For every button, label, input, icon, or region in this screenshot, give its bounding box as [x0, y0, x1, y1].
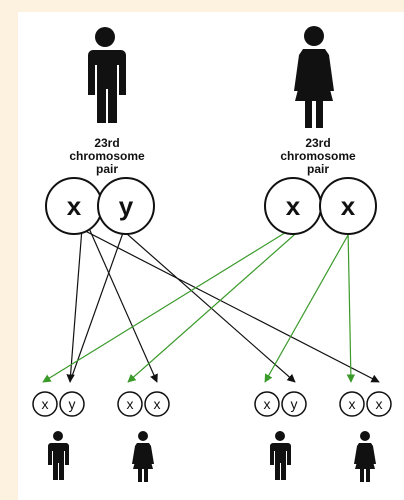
- mother-label-line2: chromosome: [280, 149, 356, 163]
- offspring-2-chromosome-1-label: x: [127, 396, 134, 412]
- offspring-3-male-figure-icon: [270, 431, 291, 480]
- offspring-1-chromosome-1: [32, 391, 58, 417]
- offspring-2-pair: x x: [117, 391, 170, 417]
- offspring-2-chromosome-1: [117, 391, 143, 417]
- offspring-4-chromosome-2-label: x: [376, 396, 383, 412]
- arrow-mother-x-to-child3: [264, 227, 353, 383]
- offspring-1-pair: x y: [32, 391, 85, 417]
- offspring-1-chromosome-1-label: x: [42, 396, 49, 412]
- mother-chromosome-2-label: x: [341, 191, 356, 221]
- paternal-y-arrow-to-child1: [69, 229, 125, 383]
- offspring-3-chromosome-2-label: y: [291, 396, 298, 412]
- offspring-4-chromosome-1-label: x: [349, 396, 356, 412]
- maternal-arrows: [42, 225, 356, 383]
- diagram-panel: [18, 12, 404, 500]
- offspring-2-chromosome-2: [144, 391, 170, 417]
- arrow-father-x-to-child4: [59, 217, 380, 383]
- father-chromosome-2-label: y: [119, 191, 134, 221]
- father-label-line2: chromosome: [69, 149, 145, 163]
- offspring-4-chromosome-2: [366, 391, 392, 417]
- offspring-3-chromosome-1: [254, 391, 280, 417]
- arrow-mother-x-to-child4: [346, 227, 356, 383]
- offspring-3-chromosome-1-label: x: [264, 396, 271, 412]
- offspring-2-chromosome-2-label: x: [154, 396, 161, 412]
- arrow-mother-x-to-child2: [127, 227, 303, 383]
- mother-figure-icon: [294, 26, 334, 128]
- offspring-1-chromosome-2: [59, 391, 85, 417]
- offspring-3-chromosome-2: [281, 391, 307, 417]
- offspring-1-male-figure-icon: [48, 431, 69, 480]
- father-chromosome-pair: x y: [45, 177, 155, 235]
- father-chromosome-2: [97, 177, 155, 235]
- arrow-father-x-to-child2: [87, 225, 158, 383]
- father-figure-icon: [88, 27, 126, 123]
- offspring-3-pair: x y: [254, 391, 307, 417]
- arrow-father-y-to-child3: [117, 225, 296, 383]
- mother-chromosome-pair: x x: [264, 177, 377, 235]
- father-label-line3: pair: [96, 162, 118, 176]
- offspring-4-pair: x x: [339, 391, 392, 417]
- arrow-father-y-line: [69, 229, 125, 383]
- father-chromosome-label: 23rd chromosome pair: [69, 136, 145, 176]
- arrow-father-x-to-child1: [66, 227, 83, 383]
- offspring-4-chromosome-1: [339, 391, 365, 417]
- mother-label-line3: pair: [307, 162, 329, 176]
- father-label-line1: 23rd: [94, 136, 119, 150]
- mother-label-line1: 23rd: [305, 136, 330, 150]
- mother-chromosome-label: 23rd chromosome pair: [280, 136, 356, 176]
- offspring-1-chromosome-2-label: y: [69, 396, 76, 412]
- father-chromosome-1-label: x: [67, 191, 82, 221]
- mother-chromosome-1-label: x: [286, 191, 301, 221]
- offspring-4-female-figure-icon: [354, 431, 376, 482]
- offspring-2-female-figure-icon: [132, 431, 154, 482]
- mother-chromosome-2: [319, 177, 377, 235]
- arrow-mother-x-to-child1: [42, 225, 297, 383]
- paternal-arrows: [59, 217, 380, 383]
